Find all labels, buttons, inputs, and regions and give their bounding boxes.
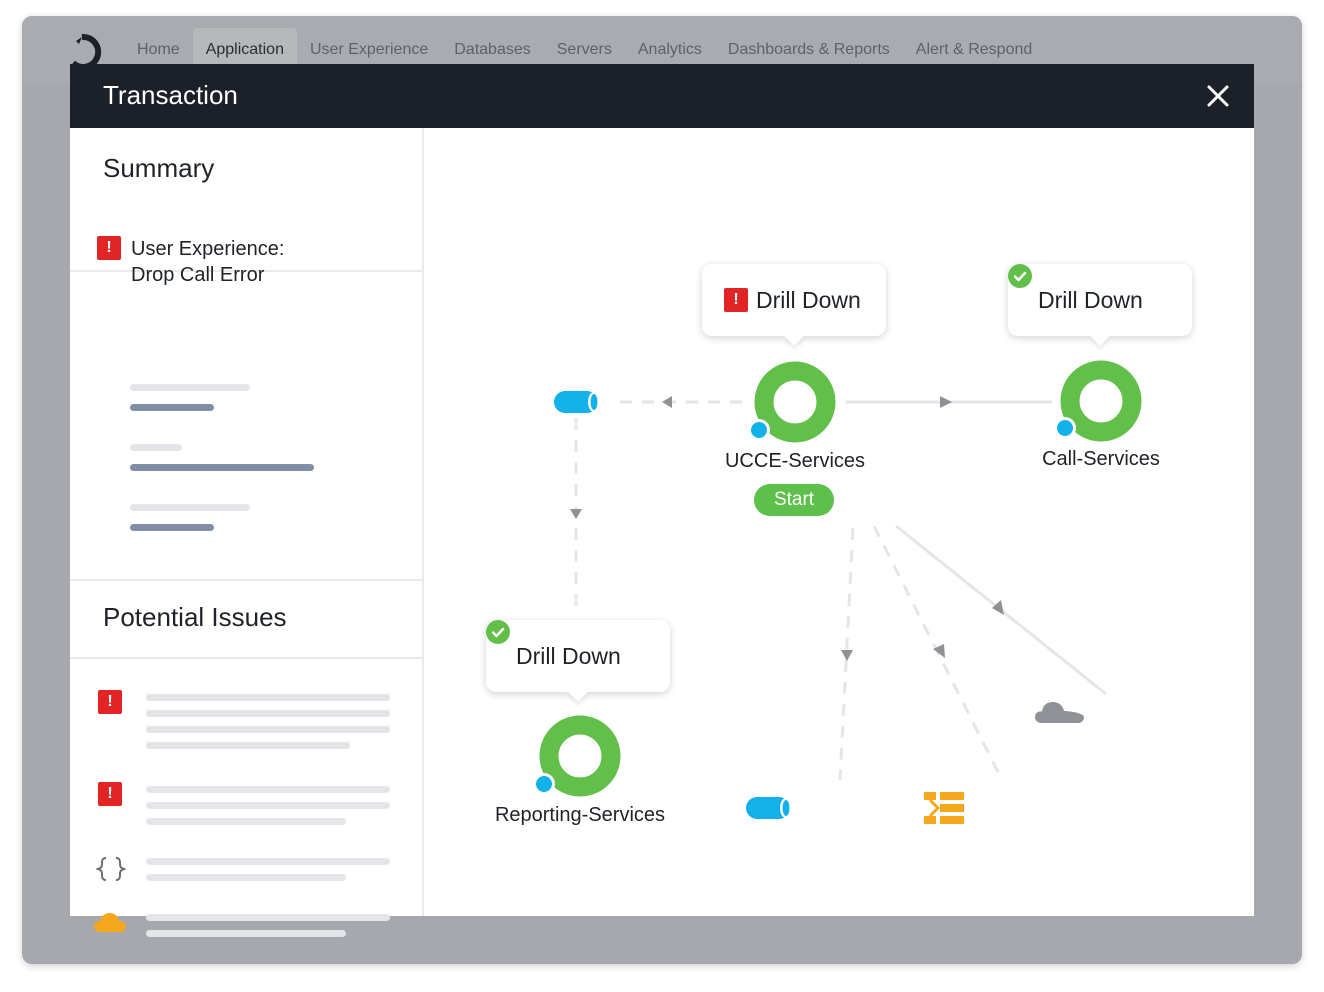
edge-arrow	[940, 396, 952, 408]
summary-error-line2: Drop Call Error	[131, 264, 265, 286]
placeholder-line	[146, 694, 390, 701]
summary-title: Summary	[103, 153, 215, 183]
edge-arrow	[570, 509, 582, 519]
placeholder-line	[146, 858, 390, 865]
placeholder-line	[146, 874, 346, 881]
check-circle-icon	[1008, 264, 1032, 288]
placeholder-line	[146, 914, 390, 921]
nav-item-databases[interactable]: Databases	[454, 41, 531, 58]
placeholder-line	[130, 384, 250, 391]
ucce-services-label: UCCE-Services	[724, 450, 866, 472]
nav-item-user-experience[interactable]: User Experience	[309, 41, 429, 58]
placeholder-line	[130, 504, 250, 511]
placeholder-line	[146, 930, 346, 937]
drill-down-ucce-button[interactable]: ! Drill Down	[702, 264, 886, 336]
ucce-services-node[interactable]	[748, 361, 836, 443]
modal-header: Transaction	[70, 64, 1254, 128]
placeholder-line	[130, 404, 214, 411]
error-icon[interactable]: !	[98, 690, 122, 714]
cloud-icon[interactable]	[93, 910, 127, 934]
flow-edges	[533, 360, 1142, 824]
placeholder-line	[146, 742, 350, 749]
call-services-label: Call-Services	[1042, 448, 1160, 470]
cloud-icon[interactable]	[1035, 702, 1084, 723]
database-icon[interactable]	[554, 391, 600, 413]
edge-arrow	[933, 644, 945, 658]
call-services-node[interactable]	[1054, 360, 1142, 442]
placeholder-line	[130, 524, 214, 531]
summary-error-text: User Experience: Drop Call Error	[131, 236, 284, 288]
nav-item-dashboards-reports[interactable]: Dashboards & Reports	[727, 41, 890, 58]
drill-down-label: Drill Down	[516, 642, 621, 669]
drill-down-call-button[interactable]: Drill Down	[1008, 264, 1192, 336]
edge-arrow	[841, 650, 853, 661]
placeholder-line	[130, 464, 314, 471]
issues-divider	[70, 657, 422, 659]
modal-title: Transaction	[103, 80, 238, 110]
nav-item-alert-respond[interactable]: Alert & Respond	[915, 41, 1033, 58]
reporting-services-node[interactable]	[533, 715, 621, 797]
code-braces-icon[interactable]	[96, 854, 126, 884]
nav-item-home[interactable]: Home	[137, 41, 180, 58]
start-badge: Start	[754, 484, 834, 516]
edge-arrow	[662, 396, 672, 408]
check-circle-icon	[486, 620, 510, 644]
close-icon[interactable]	[1200, 78, 1236, 114]
summary-divider	[70, 270, 422, 272]
potential-issues-title: Potential Issues	[103, 602, 287, 632]
placeholder-line	[146, 726, 390, 733]
placeholder-line	[146, 786, 390, 793]
placeholder-line	[146, 818, 346, 825]
reporting-services-label: Reporting-Services	[494, 804, 666, 826]
error-icon: !	[97, 236, 121, 260]
message-queue-icon[interactable]	[924, 792, 964, 824]
error-icon[interactable]: !	[98, 782, 122, 806]
nav-item-servers[interactable]: Servers	[556, 41, 612, 58]
database-icon[interactable]	[746, 797, 792, 819]
drill-down-label: Drill Down	[756, 286, 861, 313]
summary-error-line1: User Experience:	[131, 238, 285, 260]
placeholder-line	[146, 710, 390, 717]
transaction-flow-canvas: ! Drill Down Drill Down Drill Down UCCE-…	[426, 128, 1254, 916]
issues-top-divider	[70, 579, 422, 581]
transaction-modal: Transaction Summary ! User Experience: D…	[70, 64, 1254, 937]
edge-arrow	[992, 600, 1004, 615]
left-panel: Summary ! User Experience: Drop Call Err…	[70, 128, 424, 937]
nav-item-analytics[interactable]: Analytics	[637, 41, 702, 58]
drill-down-label: Drill Down	[1038, 286, 1143, 313]
error-icon: !	[724, 288, 748, 312]
drill-down-reporting-button[interactable]: Drill Down	[486, 620, 670, 692]
placeholder-line	[146, 802, 390, 809]
placeholder-line	[130, 444, 182, 451]
